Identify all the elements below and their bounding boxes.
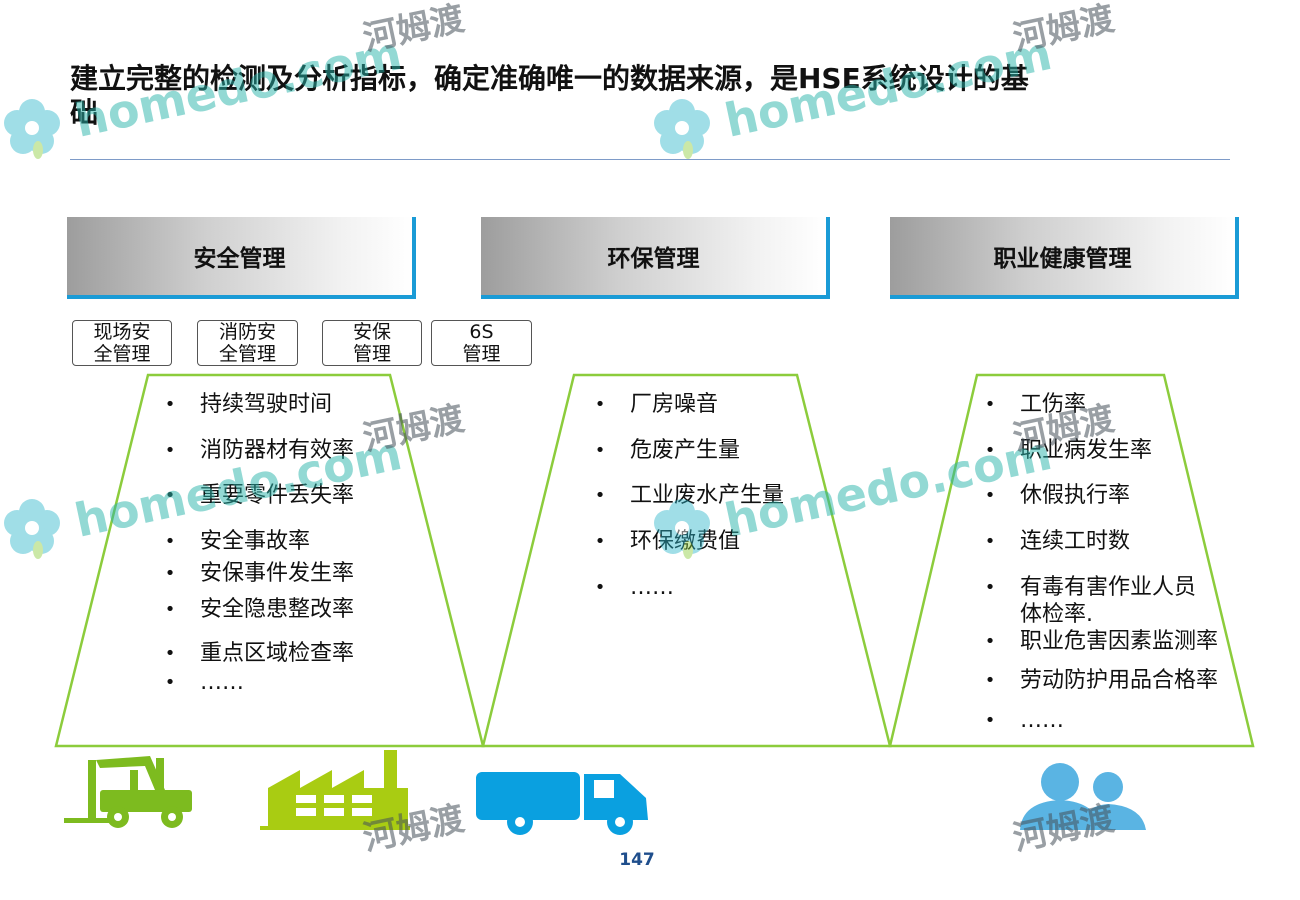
bullet: • [164, 599, 176, 620]
bullet: • [164, 531, 176, 552]
bullet: • [594, 531, 606, 552]
list-item: • 重要零件丢失率 [165, 483, 355, 509]
list-item: • 有毒有害作业人员 [985, 575, 1197, 601]
bullet: • [984, 577, 996, 598]
list-item-text: 有毒有害作业人员 [1020, 575, 1197, 600]
list-item: • 环保缴费值 [595, 529, 740, 555]
list-item-text: 重点区域检查率 [200, 641, 355, 666]
list-item-text: 工业废水产生量 [630, 483, 785, 508]
list-item-text: 安全隐患整改率 [200, 597, 355, 622]
bullet: • [164, 672, 176, 693]
list-item-text: 职业病发生率 [1020, 438, 1153, 463]
category-environment-header: 环保管理 [481, 217, 830, 299]
bullet: • [984, 394, 996, 415]
bullet: • [594, 485, 606, 506]
list-item: • 安全事故率 [165, 529, 311, 555]
list-item: • 消防器材有效率 [165, 438, 355, 464]
bullet: • [594, 440, 606, 461]
list-item: • 职业病发生率 [985, 438, 1153, 464]
list-item-text: 环保缴费值 [630, 529, 740, 554]
bullet: • [984, 531, 996, 552]
list-item: • 休假执行率 [985, 483, 1131, 509]
health-trapezoid [888, 373, 1255, 748]
bullet: • [594, 394, 606, 415]
list-item: • …… [165, 670, 244, 696]
list-item: • 工业废水产生量 [595, 483, 785, 509]
list-item-text: 安全事故率 [200, 529, 311, 554]
list-item: • …… [595, 575, 674, 601]
bullet: • [984, 710, 996, 731]
subtab-line: 现场安 [93, 321, 151, 343]
bullet: • [164, 440, 176, 461]
subtab-line: 管理 [462, 343, 501, 365]
list-item-text: 重要零件丢失率 [200, 483, 355, 508]
bullet: • [164, 563, 176, 584]
bullet: • [164, 485, 176, 506]
list-item: • …… [985, 708, 1064, 734]
truck-icon [476, 772, 648, 835]
list-item-text: 安保事件发生率 [200, 561, 355, 586]
subtab-line: 消防安 [218, 321, 276, 343]
category-health-header: 职业健康管理 [890, 217, 1239, 299]
bullet: • [984, 485, 996, 506]
subtab-line: 6S [469, 321, 494, 343]
list-item-text: 持续驾驶时间 [200, 392, 333, 417]
title-divider [70, 159, 1230, 160]
list-item-text: 休假执行率 [1020, 483, 1131, 508]
list-item: • 安保事件发生率 [165, 561, 355, 587]
list-item-text: 消防器材有效率 [200, 438, 355, 463]
subtab-fire-safety: 消防安全管理 [197, 320, 298, 366]
subtab-line: 全管理 [218, 343, 276, 365]
bullet: • [984, 440, 996, 461]
list-item-text: …… [200, 670, 244, 695]
list-item: • 危废产生量 [595, 438, 741, 464]
list-item-text: 连续工时数 [1020, 529, 1131, 554]
bullet: • [984, 631, 996, 652]
subtab-security: 安保管理 [322, 320, 422, 366]
factory-icon [260, 750, 410, 830]
list-item: • 安全隐患整改率 [165, 597, 355, 623]
list-item: • 持续驾驶时间 [165, 392, 333, 418]
subtab-line: 安保 [352, 321, 391, 343]
page-number: 147 [619, 850, 655, 870]
list-item-text: 劳动防护用品合格率 [1020, 668, 1219, 693]
list-item-text: 工伤率 [1020, 392, 1087, 417]
bullet: • [594, 577, 606, 598]
list-item: • 职业危害因素监测率 [985, 629, 1219, 655]
category-safety-header: 安全管理 [67, 217, 416, 299]
watermark-logo-icon [4, 99, 710, 559]
list-item-text: 职业危害因素监测率 [1020, 629, 1219, 654]
list-item-text: 厂房噪音 [630, 392, 719, 417]
bullet: • [164, 394, 176, 415]
list-item: • 工伤率 [985, 392, 1087, 418]
page-title: 建立完整的检测及分析指标，确定准确唯一的数据来源，是HSE系统设计的基础 [70, 62, 1029, 129]
subtab-line: 管理 [352, 343, 391, 365]
list-item: • 厂房噪音 [595, 392, 719, 418]
list-item: • 连续工时数 [985, 529, 1131, 555]
list-item: • 重点区域检查率 [165, 641, 355, 667]
subtab-site-safety: 现场安全管理 [72, 320, 172, 366]
list-item-text: 危废产生量 [630, 438, 741, 463]
bullet: • [984, 670, 996, 691]
forklift-icon [64, 756, 192, 828]
list-item: • 劳动防护用品合格率 [985, 668, 1219, 694]
bullet: • [164, 643, 176, 664]
people-icon [1020, 763, 1146, 830]
list-item-text: …… [630, 575, 674, 600]
list-item-continuation: 体检率. [1020, 602, 1093, 628]
list-item-text: …… [1020, 708, 1064, 733]
subtab-line: 全管理 [93, 343, 151, 365]
list-item-text: 体检率. [1020, 602, 1093, 627]
